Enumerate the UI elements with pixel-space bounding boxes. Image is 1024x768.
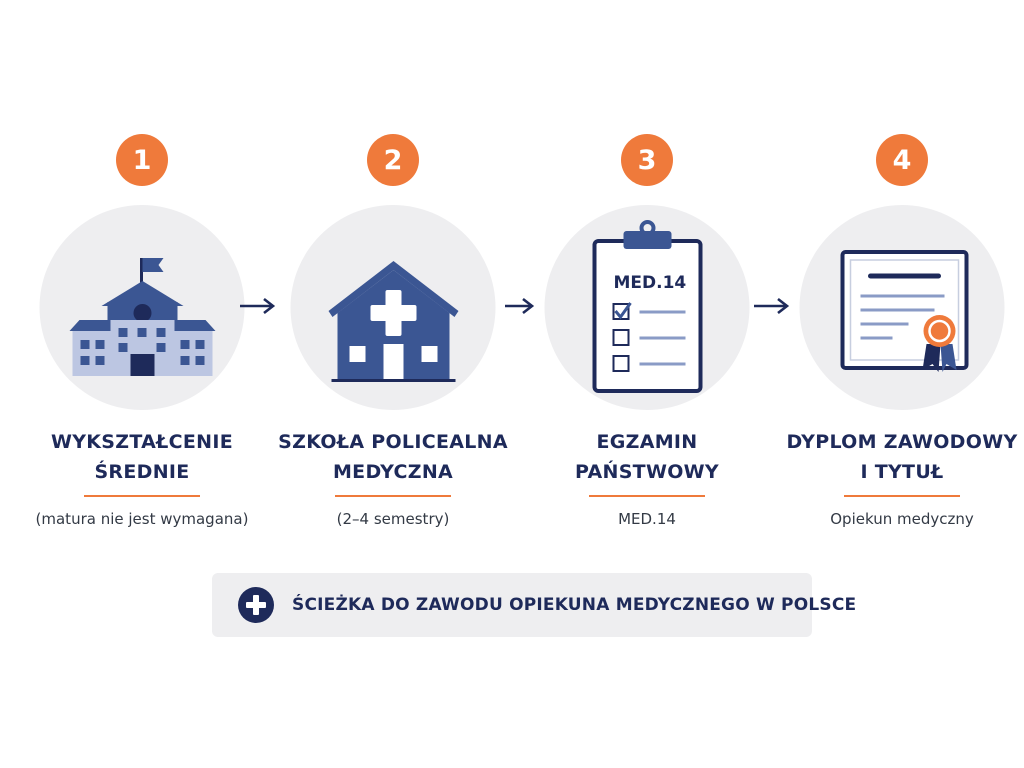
step-subtitle: (matura nie jest wymagana) — [35, 510, 249, 528]
step-icon-circle: MED.14 — [544, 205, 750, 410]
step-title: WYKSZTAŁCENIE ŚREDNIE — [50, 431, 234, 483]
banner-text: ŚCIEŻKA DO ZAWODU OPIEKUNA MEDYCZNEGO W … — [292, 595, 857, 615]
step-title: DYPLOM ZAWODOWY I TYTUŁ — [786, 431, 1018, 483]
footer-banner: ŚCIEŻKA DO ZAWODU OPIEKUNA MEDYCZNEGO W … — [212, 573, 856, 637]
step-number-badge: 4 — [876, 134, 928, 186]
step-divider — [335, 495, 451, 497]
step-divider — [844, 495, 960, 497]
step-divider — [589, 495, 705, 497]
step-number-badge: 2 — [367, 134, 419, 186]
medical-school-icon — [328, 260, 458, 382]
diploma-certificate-icon — [840, 249, 968, 372]
step-divider — [84, 495, 200, 497]
step-4: 4 DYPLOM ZAWODOWY I TYTUŁ Opiekun medycz… — [782, 0, 1022, 560]
step-icon-circle — [39, 205, 245, 410]
exam-clipboard-icon: MED.14 — [592, 219, 702, 393]
step-title: EGZAMIN PAŃSTWOWY — [575, 431, 719, 483]
step-subtitle: MED.14 — [618, 510, 676, 528]
step-number-badge: 3 — [621, 134, 673, 186]
step-icon-circle — [799, 205, 1005, 410]
arrow-right-icon — [505, 297, 535, 315]
step-1: 1 WYKSZTA — [22, 0, 262, 560]
step-subtitle: (2–4 semestry) — [336, 510, 450, 528]
step-3: 3 MED.14 EGZAMIN PAŃSTWOWY MED.14 — [527, 0, 767, 560]
arrow-right-icon — [240, 297, 276, 315]
step-2: 2 SZKOŁA POLICEALNA MEDYCZNA (2–4 semest… — [273, 0, 513, 560]
step-subtitle: Opiekun medyczny — [830, 510, 974, 528]
step-title: SZKOŁA POLICEALNA MEDYCZNA — [278, 431, 508, 483]
step-icon-circle — [290, 205, 496, 410]
clipboard-label: MED.14 — [613, 273, 686, 293]
medical-cross-icon — [238, 587, 274, 623]
school-building-icon — [69, 257, 215, 376]
step-number-badge: 1 — [116, 134, 168, 186]
arrow-right-icon — [754, 297, 790, 315]
